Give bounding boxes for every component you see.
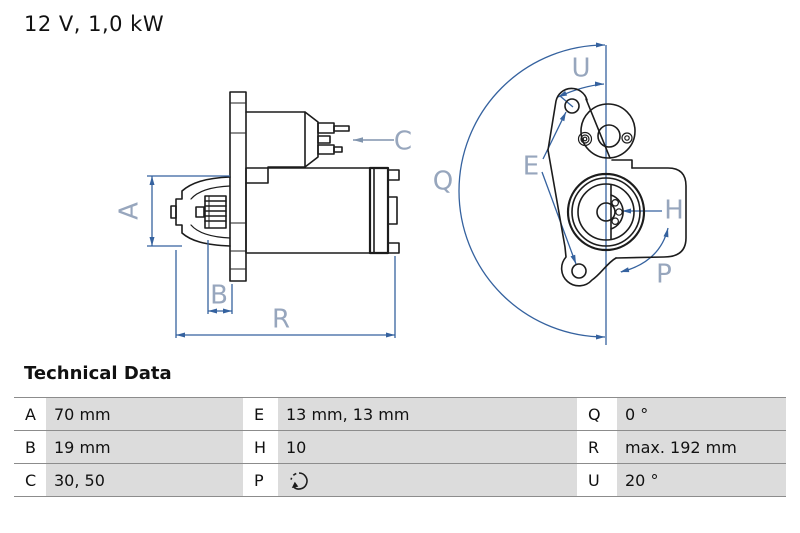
table-row: A 70 mm E 13 mm, 13 mm Q 0 °	[14, 397, 786, 430]
q-angle-arc	[458, 44, 606, 338]
starter-motor-diagrams: A B R C	[115, 42, 687, 345]
starter-motor-front-view	[547, 87, 687, 287]
side-view-labels: A B R C	[115, 127, 413, 335]
solenoid-boss	[580, 103, 636, 159]
drive-bearing	[566, 172, 646, 252]
dimension-label-h: H	[664, 196, 684, 226]
side-view-dimension-arrows	[149, 176, 395, 338]
table-key-cell: H	[243, 431, 278, 463]
table-value-cell: 10	[278, 431, 577, 463]
starter-motor-side-view	[170, 91, 400, 282]
page-title: 12 V, 1,0 kW	[24, 12, 165, 36]
pinion-gear	[204, 195, 227, 229]
bottom-mounting-hole	[571, 263, 587, 279]
table-value-cell: 0 °	[617, 398, 786, 430]
dimension-label-e: E	[523, 152, 539, 182]
dimension-label-b: B	[210, 281, 228, 311]
table-value-cell: 20 °	[617, 464, 786, 496]
table-key-cell: P	[243, 464, 278, 496]
table-key-cell: E	[243, 398, 278, 430]
front-view-dimension-arrows	[558, 42, 669, 340]
table-key-cell: C	[14, 464, 46, 496]
solenoid-terminals	[317, 122, 350, 155]
front-view-labels: Q U E H P	[433, 54, 684, 290]
mounting-plate	[547, 87, 617, 287]
screw-bosses	[577, 131, 633, 147]
table-value-cell	[278, 464, 577, 496]
table-key-cell: U	[577, 464, 617, 496]
technical-data-table: A 70 mm E 13 mm, 13 mm Q 0 ° B 19 mm H 1…	[14, 397, 786, 497]
dimension-label-u: U	[571, 54, 590, 84]
housing-plate	[615, 167, 687, 259]
top-mounting-hole	[564, 98, 580, 114]
table-value-cell: 19 mm	[46, 431, 243, 463]
table-value-cell: max. 192 mm	[617, 431, 786, 463]
table-value-cell: 13 mm, 13 mm	[278, 398, 577, 430]
dimension-label-a: A	[115, 202, 145, 220]
c-pointer-arrow	[353, 137, 394, 143]
end-cap	[368, 166, 390, 255]
table-row: C 30, 50 P U 20 °	[14, 463, 786, 497]
counterclockwise-rotation-icon	[290, 472, 308, 490]
dimension-label-c: C	[394, 127, 412, 157]
table-key-cell: B	[14, 431, 46, 463]
side-view-dimensions	[147, 175, 396, 338]
table-row: B 19 mm H 10 R max. 192 mm	[14, 430, 786, 463]
table-key-cell: R	[577, 431, 617, 463]
solenoid	[245, 111, 319, 184]
table-value-cell: 70 mm	[46, 398, 243, 430]
dimension-label-r: R	[272, 305, 290, 335]
motor-body	[245, 167, 371, 254]
table-key-cell: A	[14, 398, 46, 430]
table-value-cell: 30, 50	[46, 464, 243, 496]
flange-plate	[229, 91, 247, 282]
dimension-label-q: Q	[433, 167, 453, 197]
table-key-cell: Q	[577, 398, 617, 430]
technical-data-heading: Technical Data	[24, 363, 172, 384]
dimension-label-p: P	[656, 260, 672, 290]
